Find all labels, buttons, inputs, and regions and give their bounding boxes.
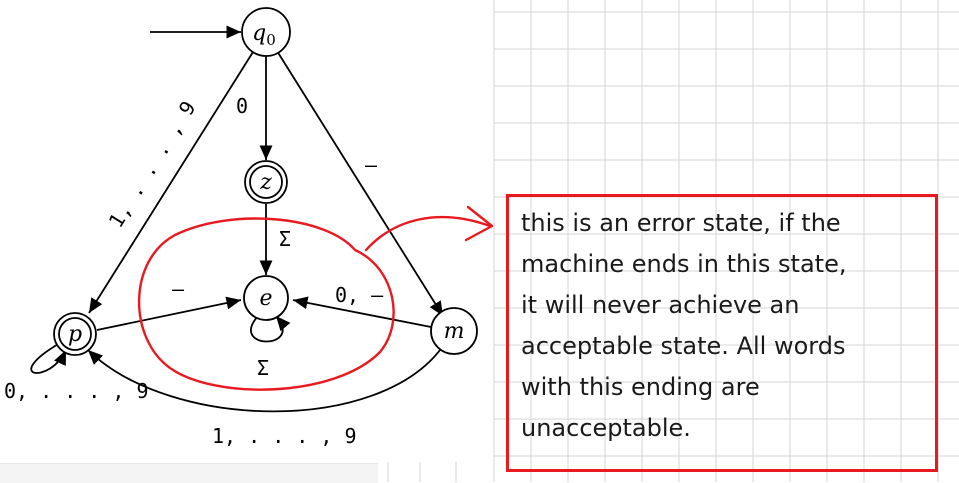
state-z-inner-ring — [249, 165, 283, 199]
edge-label-m-p: 1, . . . , 9 — [212, 424, 357, 448]
edge-q0-p — [88, 51, 254, 314]
annotation-line: it will never achieve an — [521, 291, 800, 319]
error-state-highlight-circle — [137, 217, 395, 391]
edge-m-p — [87, 345, 444, 413]
state-p-label: p — [68, 322, 82, 347]
edge-label-p-e: – — [172, 277, 185, 301]
edge-label-q0-z: 0 — [236, 94, 248, 118]
annotation-line: acceptable state. All words — [521, 332, 846, 360]
state-z-label: z — [259, 170, 272, 195]
edge-label-q0-m: – — [365, 153, 378, 177]
state-q0-label: q0 — [252, 21, 276, 49]
annotation-line: with this ending are — [521, 373, 760, 401]
bottom-scroll-bar[interactable] — [0, 463, 378, 483]
error-state-annotation: this is an error state, if the machine e… — [506, 194, 938, 472]
loop-e — [250, 315, 291, 343]
state-e — [243, 275, 289, 321]
annotation-pointer-arrowhead — [464, 205, 494, 242]
edge-label-m-e: 0, – — [335, 283, 384, 307]
state-p-inner-ring — [58, 317, 92, 351]
edge-m-e — [292, 296, 432, 328]
edge-q0-m — [276, 50, 444, 317]
annotation-line: unacceptable. — [521, 414, 691, 442]
edge-label-p-loop: 0, . . . , 9 — [4, 379, 149, 403]
grid-background — [387, 0, 959, 482]
edge-label-z-e: Σ — [279, 227, 291, 251]
edge-label-e-loop: Σ — [257, 356, 269, 380]
edge-p-e — [96, 296, 242, 331]
state-q0 — [241, 7, 291, 57]
loop-p — [30, 342, 67, 374]
annotation-line: machine ends in this state, — [521, 250, 847, 278]
annotation-pointer-arrow — [364, 215, 492, 252]
state-m — [430, 307, 478, 355]
annotation-line: this is an error state, if the — [521, 209, 841, 237]
state-m-label: m — [444, 319, 465, 344]
state-e-label: e — [259, 286, 272, 311]
